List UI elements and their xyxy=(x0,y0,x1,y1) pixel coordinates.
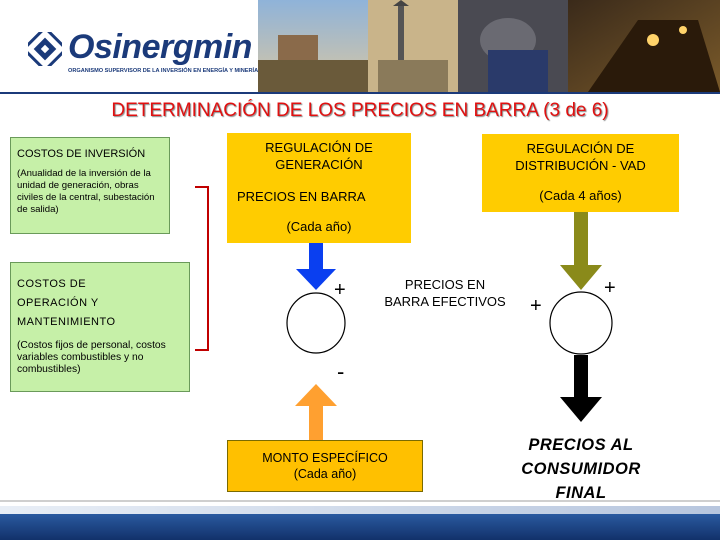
header-photo-strip xyxy=(258,0,720,92)
blue-arrow-icon xyxy=(296,243,336,290)
costos-operacion-heading-3: MANTENIMIENTO xyxy=(17,316,116,328)
minus-sign-generation: - xyxy=(337,359,345,384)
brand-tagline: ORGANISMO SUPERVISOR DE LA INVERSIÓN EN … xyxy=(68,68,259,74)
footer-bar xyxy=(0,514,720,540)
costos-operacion-box: COSTOS DE OPERACIÓN Y MANTENIMIENTO (Cos… xyxy=(10,262,190,392)
header-rule xyxy=(0,92,720,94)
precios-efectivos-line2: BARRA EFECTIVOS xyxy=(384,294,506,309)
sum-node-distribution xyxy=(549,291,613,355)
osinergmin-logo-icon xyxy=(28,32,62,66)
regulacion-distribucion-line1: REGULACIÓN DE xyxy=(526,141,635,156)
costos-inversion-box: COSTOS DE INVERSIÓN (Anualidad de la inv… xyxy=(10,137,170,234)
costos-inversion-heading: COSTOS DE INVERSIÓN xyxy=(17,148,146,160)
precios-barra-efectivos-label: PRECIOS EN BARRA EFECTIVOS xyxy=(360,276,530,310)
costos-operacion-heading-2: OPERACIÓN Y xyxy=(17,297,99,309)
regulacion-generacion-line2: GENERACIÓN xyxy=(275,157,363,172)
orange-arrow-icon xyxy=(295,384,337,440)
costos-inversion-detail: (Anualidad de la inversión de la unidad … xyxy=(17,168,155,215)
header: Osinergmin ORGANISMO SUPERVISOR DE LA IN… xyxy=(0,0,720,92)
cost-inversion-connector xyxy=(195,186,209,351)
page-title: DETERMINACIÓN DE LOS PRECIOS EN BARRA (3… xyxy=(111,100,609,121)
precios-consumidor-final-label: PRECIOS AL CONSUMIDOR FINAL xyxy=(496,433,666,505)
olive-arrow-icon xyxy=(560,212,602,290)
costos-operacion-heading-1: COSTOS DE xyxy=(17,278,87,290)
regulacion-generacion-line1: REGULACIÓN DE xyxy=(265,140,373,155)
regulacion-generacion-line4: (Cada año) xyxy=(286,219,352,234)
monto-especifico-line2: (Cada año) xyxy=(293,467,357,481)
footer-rule xyxy=(0,500,720,502)
black-arrow-icon xyxy=(560,355,602,422)
precios-consumidor-line2: CONSUMIDOR xyxy=(521,460,641,478)
monto-especifico-box: MONTO ESPECÍFICO (Cada año) xyxy=(227,440,423,492)
regulacion-distribucion-title: REGULACIÓN DE DISTRIBUCIÓN - VAD xyxy=(482,140,679,174)
brand-name: Osinergmin xyxy=(68,28,252,66)
sum-node-generation xyxy=(286,292,346,354)
footer-accent xyxy=(0,506,720,514)
regulacion-generacion-box: REGULACIÓN DE GENERACIÓN PRECIOS EN BARR… xyxy=(227,133,411,243)
regulacion-generacion-title: REGULACIÓN DE GENERACIÓN xyxy=(227,139,411,173)
monto-especifico-line1: MONTO ESPECÍFICO xyxy=(262,451,388,465)
plus-sign-distribution: + xyxy=(604,277,616,299)
precios-consumidor-line1: PRECIOS AL xyxy=(528,436,634,454)
regulacion-distribucion-line2: DISTRIBUCIÓN - VAD xyxy=(515,158,646,173)
regulacion-distribucion-line3: (Cada 4 años) xyxy=(539,188,622,203)
precios-consumidor-line3: FINAL xyxy=(555,484,607,502)
plus-sign-efectivos: + xyxy=(530,295,542,317)
osinergmin-logo: Osinergmin ORGANISMO SUPERVISOR DE LA IN… xyxy=(28,28,259,80)
regulacion-generacion-line3: PRECIOS EN BARRA xyxy=(237,189,366,204)
regulacion-distribucion-box: REGULACIÓN DE DISTRIBUCIÓN - VAD (Cada 4… xyxy=(482,134,679,212)
precios-efectivos-line1: PRECIOS EN xyxy=(404,277,486,292)
plus-sign-generation: + xyxy=(334,279,346,301)
costos-operacion-detail: (Costos fijos de personal, costos variab… xyxy=(17,340,166,375)
